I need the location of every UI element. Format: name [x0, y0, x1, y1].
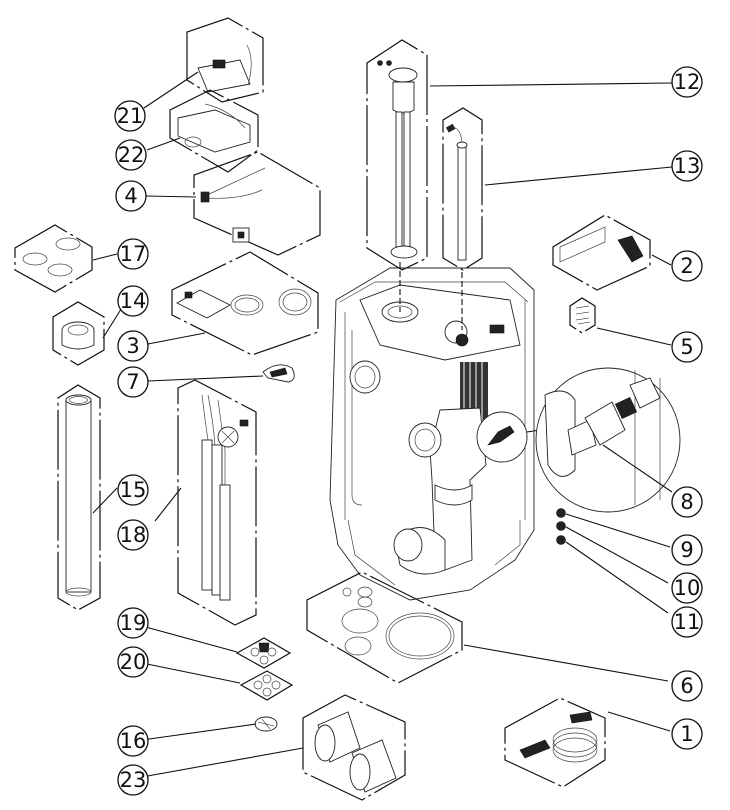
callout-3: 3 [117, 330, 149, 362]
callout-14: 14 [117, 285, 149, 317]
kit-4-wiring-harness [193, 151, 321, 256]
callout-label: 7 [126, 370, 139, 394]
leader-lines [92, 71, 673, 778]
callout-label: 10 [674, 576, 701, 600]
callout-4: 4 [115, 180, 147, 212]
callout-6: 6 [671, 670, 703, 702]
callout-17: 17 [117, 238, 149, 270]
callout-label: 17 [120, 242, 147, 266]
fitting-detail-view [535, 367, 681, 513]
callout-11: 11 [671, 606, 703, 638]
callout-label: 2 [680, 254, 693, 278]
kit-17-o-ring-set [14, 224, 93, 293]
callout-9: 9 [671, 534, 703, 566]
kit-12-electrode-assembly [366, 39, 428, 271]
screw-11 [556, 535, 566, 545]
kit-19-valve-kit [235, 637, 292, 669]
callout-16: 16 [117, 725, 149, 757]
callout-label: 12 [674, 70, 701, 94]
callout-18: 18 [117, 519, 149, 551]
part-16-check-valve-disc [254, 716, 278, 732]
callout-label: 11 [674, 610, 701, 634]
kit-13-level-probe [442, 107, 483, 271]
callout-label: 18 [120, 523, 147, 547]
callout-19: 19 [117, 607, 149, 639]
callout-label: 8 [680, 490, 693, 514]
callout-label: 20 [120, 650, 147, 674]
callout-label: 15 [120, 478, 147, 502]
callout-label: 14 [120, 289, 147, 313]
callout-21: 21 [114, 100, 146, 132]
callout-label: 1 [680, 722, 693, 746]
kit-21-relay-module [186, 17, 264, 103]
kit-15-vent-pipe [57, 384, 101, 611]
callout-label: 3 [126, 334, 139, 358]
kit-22-transformer-module [169, 89, 259, 173]
kit-6-o-ring-gasket-kit [306, 571, 463, 684]
callout-label: 13 [674, 154, 701, 178]
callout-15: 15 [117, 474, 149, 506]
kit-23-pipe-union-kit [302, 694, 406, 801]
screw-10 [556, 521, 566, 531]
callout-label: 16 [120, 729, 147, 753]
callout-20: 20 [117, 646, 149, 678]
callout-22: 22 [115, 139, 147, 171]
callout-label: 22 [118, 143, 145, 167]
callout-label: 6 [680, 674, 693, 698]
callout-12: 12 [671, 66, 703, 98]
kit-1-power-cord [504, 697, 606, 788]
callout-label: 23 [120, 768, 147, 792]
kit-20-seal-kit [239, 670, 294, 701]
callout-label: 9 [680, 538, 693, 562]
screws-9-10-11 [556, 508, 566, 545]
callout-10: 10 [671, 572, 703, 604]
part-7-sensor-clip [262, 364, 295, 383]
kit-5-fastener-kit [569, 297, 596, 334]
kit-18-probe-set [177, 379, 257, 626]
callout-label: 4 [124, 184, 137, 208]
callout-13: 13 [671, 150, 703, 182]
kit-3-control-board [171, 251, 319, 356]
callout-8: 8 [671, 486, 703, 518]
kit-14-union-nut [52, 301, 105, 366]
callout-5: 5 [671, 331, 703, 363]
callout-23: 23 [117, 764, 149, 796]
screw-9 [556, 508, 566, 518]
callout-label: 5 [680, 335, 693, 359]
callout-1: 1 [671, 718, 703, 750]
main-cabinet [329, 262, 541, 601]
callout-7: 7 [117, 366, 149, 398]
callout-label: 21 [117, 104, 144, 128]
callout-2: 2 [671, 250, 703, 282]
callout-label: 19 [120, 611, 147, 635]
kit-2-ribbon-cable [552, 214, 651, 291]
